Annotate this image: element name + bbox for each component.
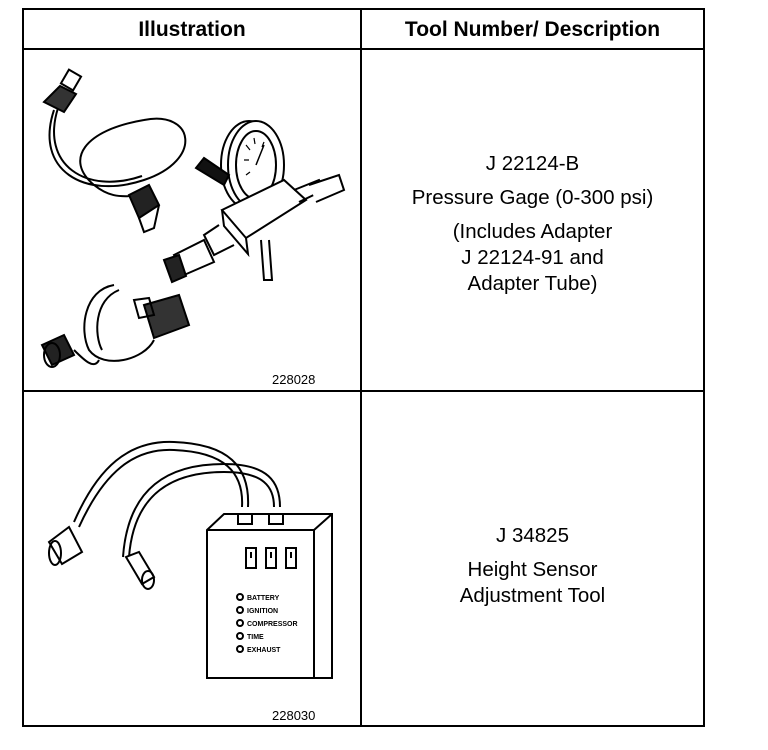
height-sensor-tool-illustration: BATTERY IGNITION COMPRESSOR TIME EXHAUST…	[24, 392, 360, 725]
indicator-label-exhaust: EXHAUST	[247, 647, 281, 654]
indicator-label-ignition: IGNITION	[247, 608, 278, 615]
figure-number-228030: 228030	[272, 708, 315, 723]
indicator-label-time: TIME	[247, 634, 264, 641]
tool-number: J 34825	[496, 524, 569, 547]
indicator-label-battery: BATTERY	[247, 595, 280, 602]
column-divider	[360, 10, 362, 725]
pressure-gage-illustration: 228028	[24, 50, 360, 390]
header-tool-description: Tool Number/ Description	[404, 18, 661, 41]
figure-number-228028: 228028	[272, 372, 315, 387]
tool-description-line: Pressure Gage (0-300 psi)	[411, 186, 654, 209]
header-illustration: Illustration	[138, 18, 246, 41]
tool-description-line: J 22124-91 and	[461, 246, 604, 269]
tool-description-line: (Includes Adapter	[452, 220, 613, 243]
tool-description-j22124b: J 22124-B Pressure Gage (0-300 psi) (Inc…	[362, 151, 703, 297]
tool-description-line: Adapter Tube)	[467, 272, 598, 295]
pressure-gage-drawing: 228028	[40, 68, 346, 387]
tool-description-j34825: J 34825 Height Sensor Adjustment Tool	[362, 523, 703, 609]
tool-number: J 22124-B	[485, 152, 580, 175]
tool-description-line: Adjustment Tool	[459, 584, 606, 607]
row-divider	[24, 390, 703, 392]
height-sensor-tool-drawing: BATTERY IGNITION COMPRESSOR TIME EXHAUST…	[47, 440, 333, 723]
tool-table: Illustration Tool Number/ Description	[22, 8, 705, 727]
tool-description-line: Height Sensor	[467, 558, 598, 581]
header-divider	[24, 48, 703, 50]
indicator-label-compressor: COMPRESSOR	[247, 621, 298, 628]
